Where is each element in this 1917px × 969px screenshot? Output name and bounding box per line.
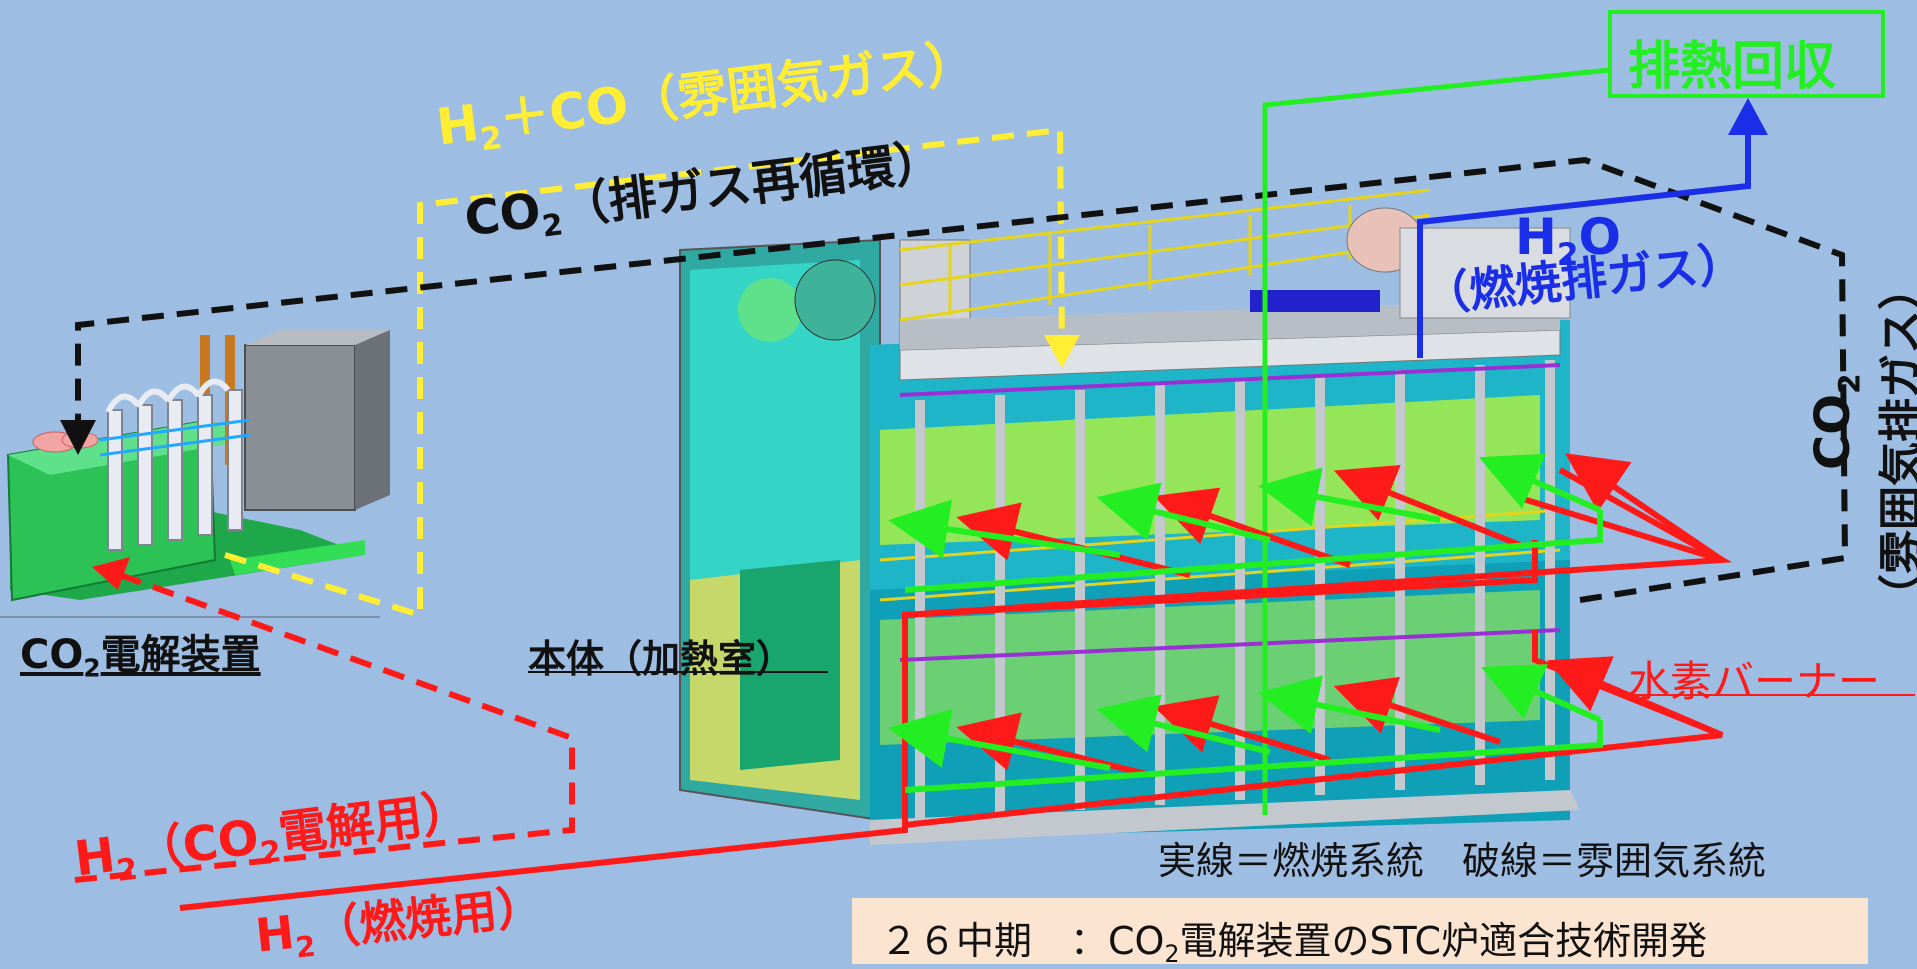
atmosphere-exhaust-label: （雰囲気排ガス） bbox=[1876, 266, 1917, 618]
hydrogen-burner-label: 水素バーナー bbox=[1628, 657, 1881, 706]
h2o-subscript: 2 bbox=[1556, 236, 1579, 273]
black-recirculation-line bbox=[75, 156, 1849, 603]
h2-comb-part-a: H bbox=[252, 904, 297, 963]
h2o-label: H2O bbox=[1515, 208, 1621, 273]
electrolyzer-label: CO2電解装置 bbox=[20, 622, 261, 683]
heat-recovery-box bbox=[1608, 10, 1885, 98]
h2-co-part-a: H bbox=[433, 93, 482, 157]
co2-side-subscript: 2 bbox=[1832, 373, 1868, 394]
electrolyzer-subscript: 2 bbox=[83, 653, 101, 683]
green-heat-recovery-line bbox=[1262, 67, 1611, 815]
line-legend: 実線＝燃焼系統 破線＝雰囲気系統 bbox=[1158, 839, 1767, 883]
note-text: ２６中期 ：CO2電解装置のSTC炉適合技術開発 bbox=[880, 910, 1707, 968]
electrolyzer-part-b: 電解装置 bbox=[100, 632, 261, 678]
heat-recovery-label: 排熱回収 bbox=[1628, 37, 1837, 97]
electrolyzer-apparatus bbox=[0, 330, 390, 618]
blue-exhaust-line bbox=[1417, 130, 1751, 358]
h2o-part-b: O bbox=[1578, 208, 1621, 266]
main-body-label: 本体（加熱室） bbox=[528, 637, 795, 681]
note-box bbox=[852, 898, 1868, 964]
red-dashed-electrolysis-line bbox=[74, 569, 575, 883]
co2-side-label: CO2 bbox=[1805, 373, 1867, 470]
black-arrowhead bbox=[60, 420, 96, 455]
lower-burner-arrows bbox=[888, 656, 1724, 793]
electrolyzer-part-a: CO bbox=[20, 632, 84, 678]
blue-arrowhead bbox=[1728, 98, 1768, 135]
note-part-b: 電解装置のSTC炉適合技術開発 bbox=[1179, 919, 1708, 963]
note-part-a: ２６中期 ：CO bbox=[880, 919, 1165, 963]
yellow-arrowhead bbox=[1044, 335, 1080, 368]
upper-burner-arrows bbox=[888, 453, 1724, 593]
h2-elec-part-a: H bbox=[71, 827, 119, 888]
yellow-atmosphere-line bbox=[224, 126, 1065, 620]
red-electrolysis-arrowhead bbox=[92, 557, 130, 590]
co2-side-part-a: CO bbox=[1805, 393, 1861, 470]
h2o-part-a: H bbox=[1515, 208, 1557, 266]
note-subscript: 2 bbox=[1164, 940, 1180, 969]
co2-recirc-part-a: CO bbox=[461, 182, 544, 248]
h2-elec-part-b: （CO bbox=[131, 809, 262, 881]
